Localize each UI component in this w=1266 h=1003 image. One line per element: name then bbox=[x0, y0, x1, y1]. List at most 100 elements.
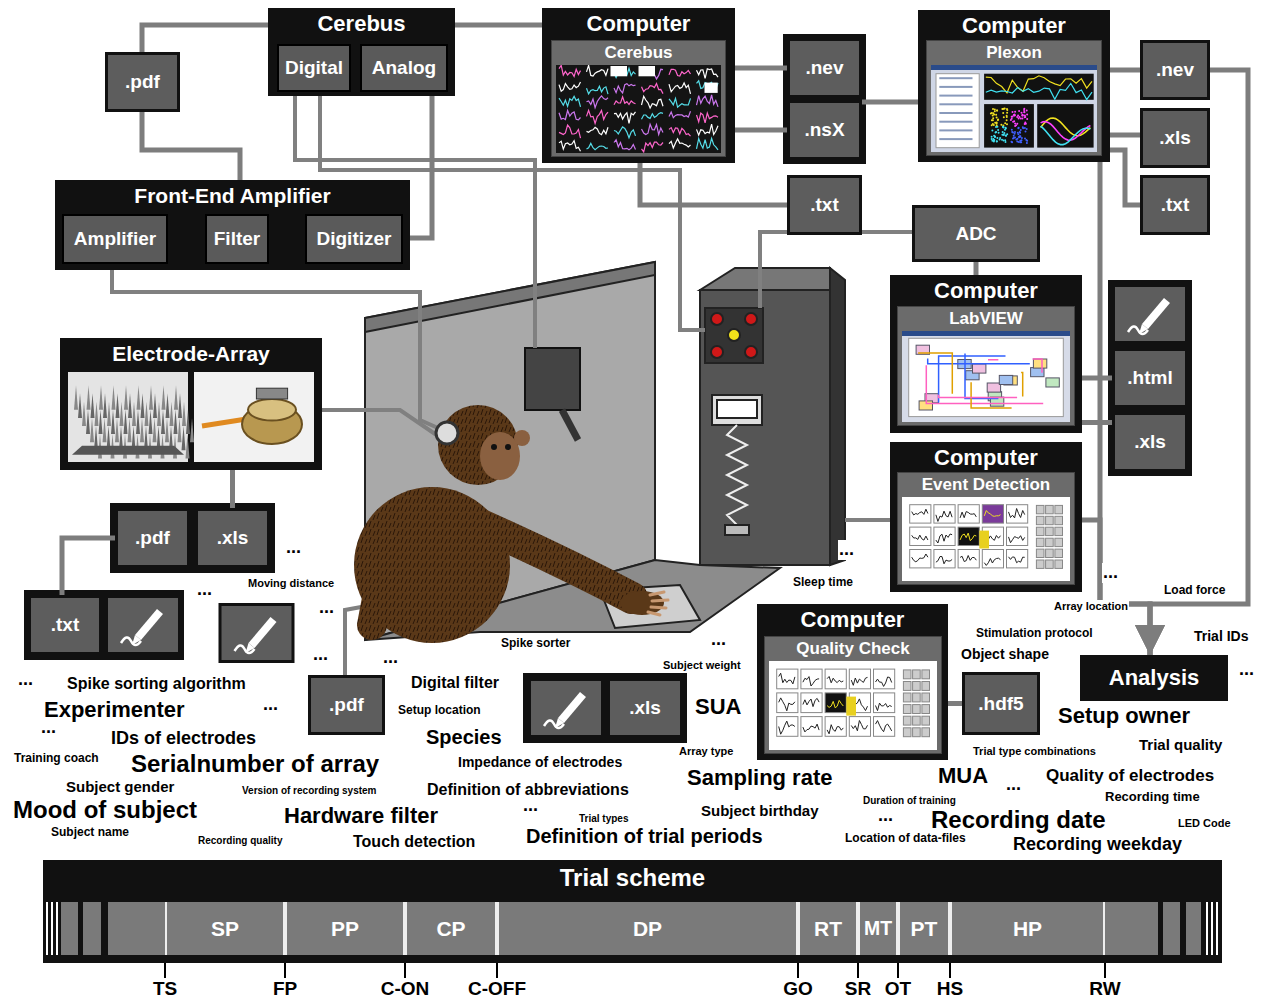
metadata-label: ... bbox=[382, 648, 399, 668]
metadata-label: Setup owner bbox=[1057, 704, 1191, 728]
software-screenshot bbox=[556, 65, 721, 153]
file-box: .pdf bbox=[105, 52, 180, 112]
trial-period: SP bbox=[165, 902, 285, 955]
metadata-label: ... bbox=[838, 540, 855, 560]
box-label: .xls bbox=[217, 527, 249, 549]
metadata-label: Experimenter bbox=[43, 698, 186, 722]
trial-period: PP bbox=[285, 902, 405, 955]
metadata-label: Training coach bbox=[13, 752, 100, 765]
file-box: .nev bbox=[1140, 40, 1210, 100]
file-box: .xls bbox=[1112, 412, 1188, 472]
event-label: OT bbox=[884, 979, 912, 1000]
metadata-label: Impedance of electrodes bbox=[457, 755, 623, 770]
metadata-label: Load force bbox=[1163, 584, 1226, 597]
wire-connector bbox=[455, 23, 542, 28]
device-box: Electrode-Array bbox=[60, 338, 322, 470]
wire-connector bbox=[1110, 68, 1140, 73]
file-group-backing bbox=[24, 34, 1192, 743]
software-panel: LabVIEW bbox=[897, 306, 1075, 426]
device-box: Front-End AmplifierAmplifierFilterDigiti… bbox=[55, 180, 410, 270]
wire-connector bbox=[142, 112, 240, 180]
event-label: GO bbox=[782, 979, 814, 1000]
file-box: .hdf5 bbox=[962, 672, 1040, 735]
box-label: HP bbox=[1013, 917, 1042, 941]
wire-connector bbox=[1110, 133, 1140, 138]
box-label: Digitizer bbox=[317, 228, 392, 250]
box-label: Amplifier bbox=[74, 228, 156, 250]
box-label: .txt bbox=[1161, 194, 1190, 216]
metadata-label: Subject weight bbox=[662, 659, 742, 671]
file-box: .txt bbox=[787, 175, 862, 235]
box-label: Computer bbox=[801, 606, 905, 634]
event-label: C-OFF bbox=[467, 979, 527, 1000]
metadata-label: SUA bbox=[694, 695, 742, 719]
file-box: .xls bbox=[195, 508, 270, 568]
module-box: Filter bbox=[205, 214, 269, 264]
device-box: CerebusDigitalAnalog bbox=[268, 8, 455, 96]
software-screenshot bbox=[769, 661, 937, 750]
metadata-label: ... bbox=[196, 580, 213, 600]
metadata-label: Touch detection bbox=[352, 833, 476, 851]
metadata-label: Sampling rate bbox=[686, 766, 833, 790]
metadata-label: Recording date bbox=[930, 807, 1107, 833]
box-label: .nev bbox=[805, 57, 843, 79]
box-label: Analog bbox=[372, 57, 436, 79]
metadata-label: Recording time bbox=[1104, 790, 1201, 804]
file-box: .txt bbox=[1140, 175, 1210, 235]
metadata-label: Quality of electrodes bbox=[1045, 767, 1215, 786]
software-panel: Quality Check bbox=[764, 636, 942, 754]
metadata-label: ... bbox=[312, 645, 329, 665]
software-screenshot bbox=[902, 497, 1070, 581]
metadata-label: ... bbox=[1238, 660, 1255, 680]
box-label: .pdf bbox=[125, 71, 160, 93]
trial-scheme-band: Trial schemeSPPPCPDPRTMTPTHP bbox=[43, 860, 1222, 963]
monkey-figure bbox=[354, 405, 668, 643]
metadata-label: Trial IDs bbox=[1193, 629, 1249, 644]
wire-connector bbox=[735, 66, 787, 71]
box-label: Computer bbox=[587, 10, 691, 38]
signal-wires bbox=[112, 92, 912, 675]
box-label: Event Detection bbox=[922, 474, 1050, 496]
event-label: C-ON bbox=[380, 979, 431, 1000]
wire-connector bbox=[403, 92, 432, 238]
box-label: Analysis bbox=[1109, 665, 1200, 691]
device-box: ComputerCerebus bbox=[542, 8, 735, 163]
metadata-label: Trial quality bbox=[1138, 737, 1223, 754]
box-label: Plexon bbox=[986, 42, 1042, 64]
metadata-label: Array type bbox=[678, 745, 734, 757]
box-label: Electrode-Array bbox=[112, 340, 270, 368]
metadata-label: Moving distance bbox=[247, 577, 335, 589]
box-label: CP bbox=[436, 917, 465, 941]
device-box: ComputerEvent Detection bbox=[890, 442, 1082, 592]
box-label: .html bbox=[1127, 367, 1172, 389]
file-box: .xls bbox=[1140, 108, 1210, 168]
metadata-label: Subject name bbox=[50, 826, 130, 839]
box-label: SP bbox=[211, 917, 239, 941]
box-label: Cerebus bbox=[317, 10, 405, 38]
file-box: .xls bbox=[607, 678, 683, 738]
trial-period: RT bbox=[798, 902, 858, 955]
box-label: PP bbox=[331, 917, 359, 941]
metadata-label: Digital filter bbox=[410, 674, 500, 692]
box-label: .nsX bbox=[804, 119, 844, 141]
analysis-box: Analysis bbox=[1080, 655, 1228, 701]
metadata-label: LED Code bbox=[1177, 817, 1232, 829]
trial-period: MT bbox=[858, 902, 898, 955]
metadata-label: Spike sorting algorithm bbox=[66, 675, 247, 693]
event-label: SR bbox=[844, 979, 872, 1000]
module-box: Amplifier bbox=[62, 214, 168, 264]
file-box: .pdf bbox=[115, 508, 190, 568]
metadata-label: Mood of subject bbox=[12, 797, 198, 823]
wire-connector bbox=[640, 163, 787, 205]
metadata-label: Array location bbox=[1053, 600, 1129, 612]
box-label: .xls bbox=[1159, 127, 1191, 149]
box-label: DP bbox=[633, 917, 662, 941]
wire-connector bbox=[948, 701, 962, 706]
metadata-label: ... bbox=[1005, 775, 1022, 795]
metadata-label: Sleep time bbox=[792, 576, 854, 589]
box-label: .hdf5 bbox=[978, 693, 1023, 715]
software-screenshot bbox=[931, 65, 1097, 152]
metadata-label: MUA bbox=[937, 764, 989, 788]
wire-connector bbox=[1082, 420, 1112, 425]
wire-connector bbox=[62, 538, 115, 595]
